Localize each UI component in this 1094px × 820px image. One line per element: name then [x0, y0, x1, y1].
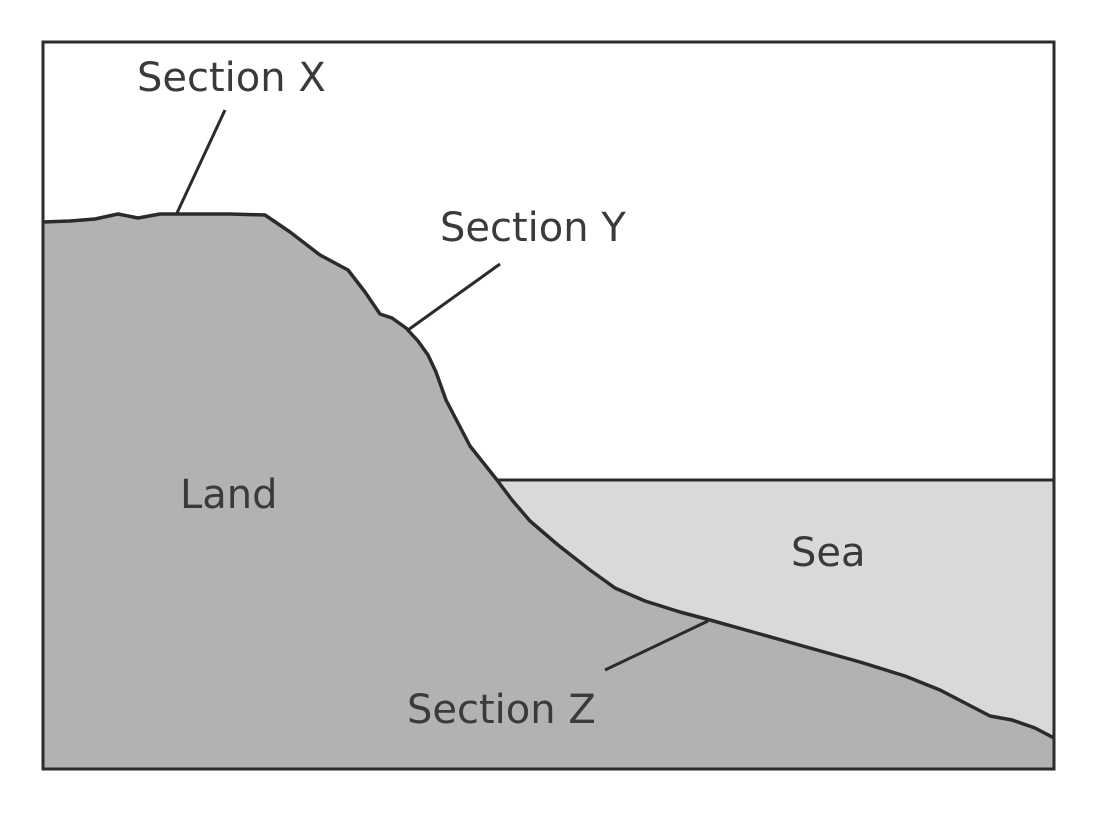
land-label: Land	[180, 472, 278, 518]
section-y-label: Section Y	[440, 205, 626, 251]
sea-label: Sea	[791, 530, 866, 576]
section-z-label: Section Z	[407, 687, 596, 733]
land-area	[43, 214, 1054, 769]
diagram-frame	[41, 40, 1056, 771]
section-x-label: Section X	[137, 55, 326, 101]
sea-area	[497, 480, 1054, 738]
section-x-leader-line	[175, 109, 227, 214]
section-y-leader-line	[407, 262, 501, 332]
section-z-leader-line	[604, 619, 709, 672]
coastline-profile-line	[42, 212, 1055, 740]
